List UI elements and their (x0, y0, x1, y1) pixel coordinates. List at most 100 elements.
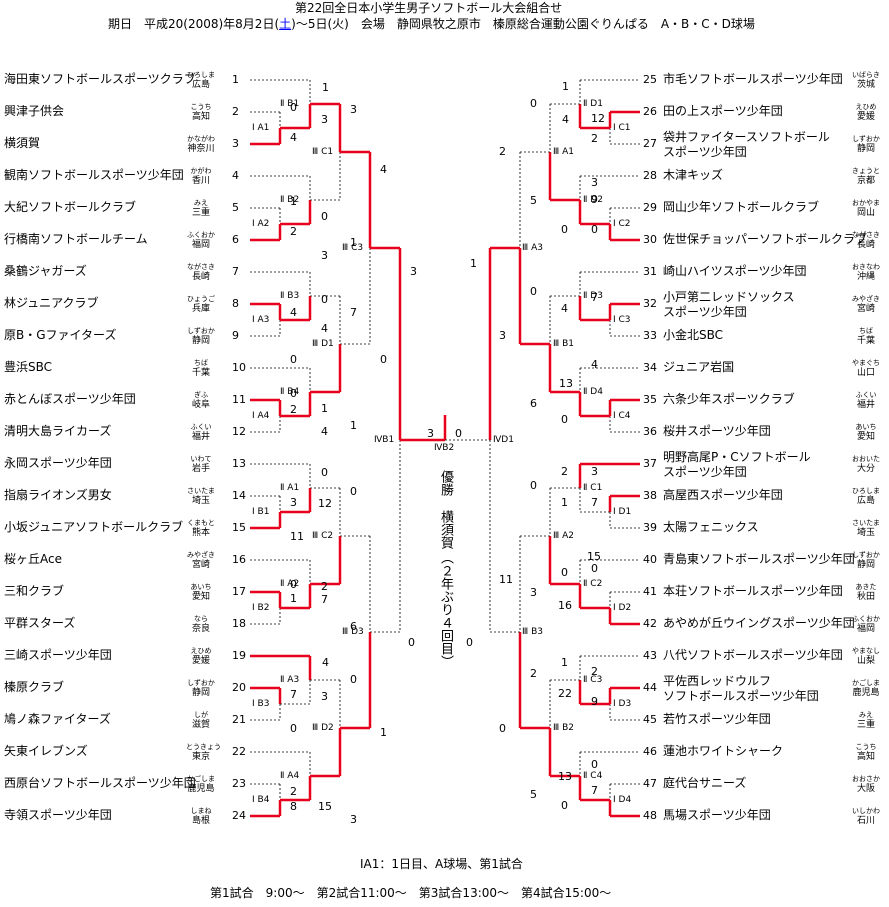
team-prefecture: あいち愛知 (850, 422, 882, 442)
team-prefecture: きょうと京都 (850, 166, 882, 186)
team-name: 岡山少年ソフトボールクラブ (663, 200, 820, 214)
team-prefecture: かがわ香川 (186, 166, 216, 186)
team-prefecture: ちば千葉 (850, 326, 882, 346)
score-value: 7 (591, 496, 598, 509)
team-prefecture: しずおか静岡 (850, 550, 882, 570)
score-value: 2 (290, 225, 297, 238)
game-label: Ⅲ C3 (342, 243, 364, 253)
team-prefecture: やまなし山梨 (850, 646, 882, 666)
team-seed: 26 (643, 105, 657, 118)
score-value: 4 (591, 358, 598, 371)
team-seed: 22 (232, 745, 246, 758)
score-value: 0 (591, 758, 598, 771)
score-value: 1 (562, 80, 569, 93)
team-name: 明野高尾P・Cソフトボール (663, 450, 811, 464)
team-prefecture: かながわ神奈川 (186, 134, 216, 154)
score-value: 3 (499, 329, 506, 342)
team-seed: 10 (232, 361, 246, 374)
team-seed: 13 (232, 457, 246, 470)
score-value: 0 (408, 636, 415, 649)
game-label: Ⅰ C1 (613, 123, 631, 133)
team-prefecture: かごしま鹿児島 (850, 678, 882, 698)
score-value: 2 (591, 132, 598, 145)
prefecture-name: 兵庫 (191, 304, 210, 314)
score-value: 3 (321, 690, 328, 703)
game-label: Ⅱ C1 (583, 483, 603, 493)
team-name: 太陽フェニックス (663, 520, 759, 534)
team-seed: 23 (232, 777, 246, 790)
team-prefecture: しが滋賀 (186, 710, 216, 730)
prefecture-kana: えひめ (855, 103, 877, 111)
team-prefecture: いしかわ石川 (850, 806, 882, 826)
score-value: 0 (499, 722, 506, 735)
game-label: Ⅰ B3 (252, 699, 270, 709)
score-value: 1 (350, 419, 357, 432)
team-prefecture: なら奈良 (186, 614, 216, 634)
team-seed: 25 (643, 73, 657, 86)
prefecture-kana: みやざき (852, 295, 880, 303)
team-seed: 2 (232, 105, 239, 118)
team-prefecture: ながさき長崎 (850, 230, 882, 250)
game-label: Ⅰ D1 (613, 507, 632, 517)
prefecture-kana: みやざき (187, 551, 215, 559)
team-name: 矢東イレブンズ (4, 744, 88, 758)
game-label: Ⅱ A4 (280, 771, 300, 781)
team-prefecture: ちば千葉 (186, 358, 216, 378)
prefecture-name: 三重 (856, 720, 875, 730)
prefecture-kana: あいち (855, 423, 877, 431)
team-name: 寺領スポーツ少年団 (4, 808, 112, 822)
game-label: Ⅰ A1 (252, 123, 270, 133)
team-seed: 42 (643, 617, 657, 630)
team-name: 市毛ソフトボールスポーツ少年団 (663, 72, 843, 86)
team-name: 田の上スポーツ少年団 (663, 104, 783, 118)
score-value: 7 (321, 593, 328, 606)
champion-note: （２年ぶり４回目） (438, 551, 453, 668)
prefecture-name: 福井 (856, 400, 875, 410)
prefecture-kana: こうち (855, 743, 877, 751)
prefecture-name: 滋賀 (191, 720, 210, 730)
score-value: 0 (321, 210, 328, 223)
score-value: 4 (290, 131, 297, 144)
game-label: Ⅱ B1 (280, 99, 300, 109)
score-value: 1 (561, 656, 568, 669)
team-name: 小坂ジュニアソフトボールクラブ (4, 520, 184, 534)
score-value: 0 (561, 566, 568, 579)
score-value: 15 (318, 800, 332, 813)
score-value: 0 (466, 636, 473, 649)
team-seed: 33 (643, 329, 657, 342)
prefecture-kana: さいたま (187, 487, 215, 495)
score-value: 1 (290, 195, 297, 208)
team-seed: 39 (643, 521, 657, 534)
team-seed: 48 (643, 809, 657, 822)
team-name: 豊浜SBC (4, 360, 53, 374)
team-prefecture: えひめ愛媛 (186, 646, 216, 666)
team-name: 三崎スポーツ少年団 (4, 648, 112, 662)
score-value: 0 (290, 353, 297, 366)
game-label: Ⅰ A3 (252, 315, 270, 325)
team-name: 崎山ハイツスポーツ少年団 (663, 264, 807, 278)
score-value: 8 (290, 800, 297, 813)
score-value: 4 (380, 163, 387, 176)
score-value: 7 (350, 306, 357, 319)
team-name: 佐世保チョッパーソフトボールクラブ (663, 232, 868, 246)
game-label: Ⅰ C3 (613, 315, 631, 325)
prefecture-kana: ぎふ (194, 391, 208, 399)
team-prefecture: ひろしま広島 (850, 486, 882, 506)
prefecture-name: 京都 (856, 176, 875, 186)
team-prefecture: あいち愛知 (186, 582, 216, 602)
team-seed: 28 (643, 169, 657, 182)
score-value: 13 (558, 770, 572, 783)
score-value: 2 (561, 465, 568, 478)
score-value: 0 (591, 562, 598, 575)
prefecture-kana: ながさき (852, 231, 880, 239)
team-seed: 17 (232, 585, 246, 598)
score-value: 4 (322, 656, 329, 669)
score-value: 4 (562, 113, 569, 126)
team-seed: 37 (643, 457, 657, 470)
score-value: 3 (350, 103, 357, 116)
team-prefecture: ひろしま広島 (186, 70, 216, 90)
game-label: Ⅰ A2 (252, 219, 270, 229)
game-label: Ⅲ A1 (553, 147, 574, 157)
game-label: Ⅰ C4 (613, 411, 631, 421)
team-seed: 4 (232, 169, 239, 182)
